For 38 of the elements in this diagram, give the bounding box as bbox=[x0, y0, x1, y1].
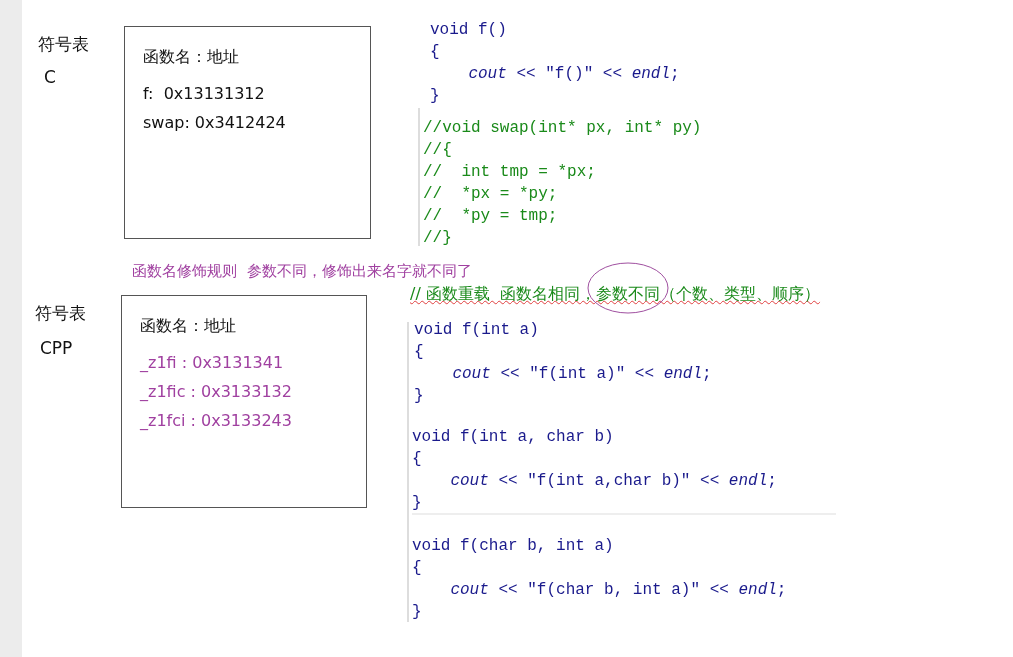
note: 函数名修饰规则 参数不同，修饰出来名字就不同了 bbox=[132, 262, 472, 281]
comment-line: // int tmp = *px; bbox=[423, 162, 596, 182]
code-line: cout << "f()" << endl; bbox=[467, 64, 680, 84]
symbol-table-box bbox=[121, 295, 367, 508]
code-line: } bbox=[430, 86, 440, 106]
code-line: { bbox=[412, 449, 422, 469]
code-line: void f(int a) bbox=[414, 320, 539, 340]
code-line: cout << "f(int a,char b)" << endl; bbox=[449, 471, 777, 491]
table-heading: 函数名：地址 bbox=[140, 316, 236, 337]
section-label: 符号表 bbox=[38, 33, 89, 56]
symbol-entry: _z1fi : 0x3131341 bbox=[140, 353, 284, 372]
code-line: } bbox=[412, 602, 422, 622]
code-line: void f(char b, int a) bbox=[412, 536, 614, 556]
symbol-table-box bbox=[124, 26, 371, 239]
table-heading: 函数名：地址 bbox=[143, 47, 239, 68]
comment-line: //} bbox=[423, 228, 452, 248]
section-label: 符号表 bbox=[35, 302, 86, 325]
symbol-entry: _z1fic : 0x3133132 bbox=[140, 382, 292, 401]
code-line: { bbox=[412, 558, 422, 578]
comment-line: //{ bbox=[423, 140, 452, 160]
code-line: } bbox=[412, 493, 422, 513]
section-label: CPP bbox=[40, 338, 73, 358]
circle-mark bbox=[587, 262, 669, 314]
code-line: { bbox=[414, 342, 424, 362]
symbol-entry: _z1fci : 0x3133243 bbox=[140, 411, 292, 430]
code-line: cout << "f(char b, int a)" << endl; bbox=[449, 580, 787, 600]
code-line: cout << "f(int a)" << endl; bbox=[451, 364, 712, 384]
code-line: void f() bbox=[430, 20, 507, 40]
symbol-entry: swap: 0x3412424 bbox=[143, 113, 286, 132]
comment-line: // *py = tmp; bbox=[423, 206, 558, 226]
code-line: void f(int a, char b) bbox=[412, 427, 614, 447]
comment-line: //void swap(int* px, int* py) bbox=[423, 118, 702, 138]
code-line: { bbox=[430, 42, 440, 62]
comment-line: // *px = *py; bbox=[423, 184, 558, 204]
section-label: C bbox=[44, 67, 56, 87]
code-line: } bbox=[414, 386, 424, 406]
comment-line: // 函数重载 函数名相同，参数不同（个数、类型、顺序） bbox=[410, 284, 821, 305]
symbol-entry: f: 0x13131312 bbox=[143, 84, 265, 103]
